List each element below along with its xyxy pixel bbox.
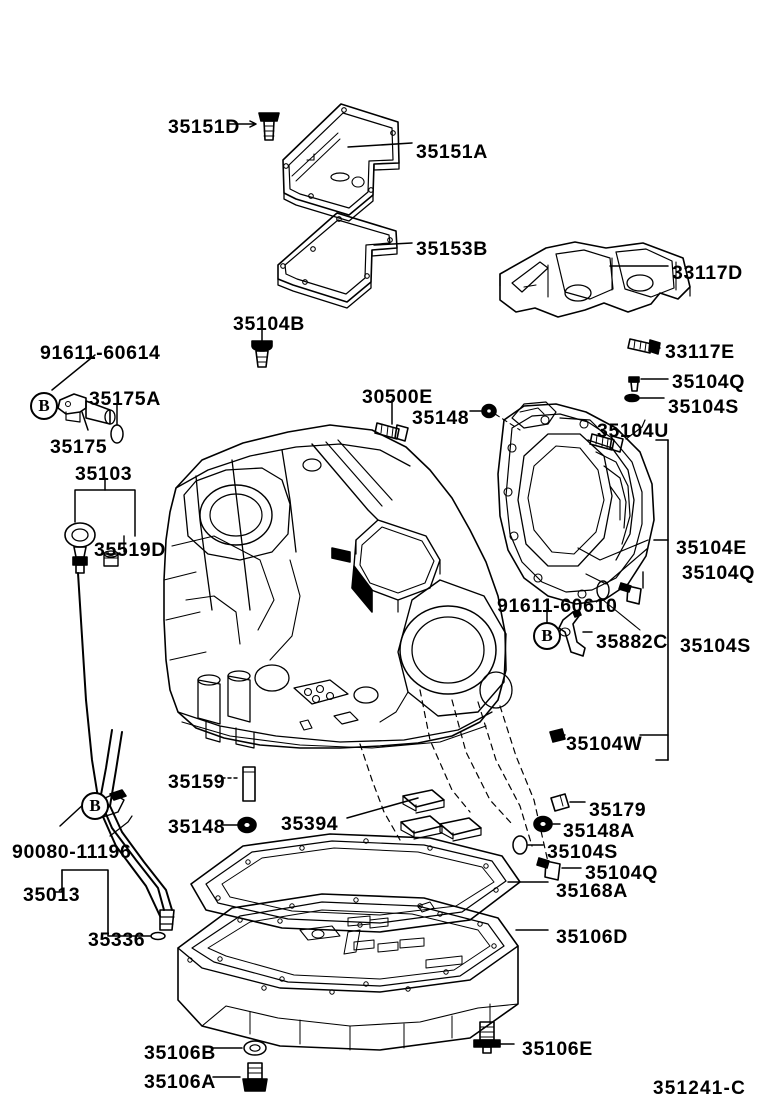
- part-33117E-bolt: [627, 338, 661, 355]
- part-label-35519D: 35519D: [94, 539, 166, 561]
- marker-b-91611-60610: B: [533, 622, 561, 650]
- part-label-9161160610: 91611-60610: [497, 595, 618, 617]
- marker-b-91611-60614: B: [30, 392, 58, 420]
- marker-b-90080-11196: B: [81, 792, 109, 820]
- diagram-id: 351241-C: [652, 1078, 746, 1099]
- part-label-30500E: 30500E: [362, 386, 433, 408]
- part-label-35103: 35103: [75, 463, 133, 485]
- part-label-35104Q: 35104Q: [585, 862, 658, 884]
- part-label-35104B: 35104B: [233, 313, 305, 335]
- part-label-35104E: 35104E: [676, 537, 747, 559]
- part-35104Q-top: [628, 376, 640, 392]
- part-label-35394: 35394: [281, 813, 339, 835]
- part-label-35106B: 35106B: [144, 1042, 216, 1064]
- part-label-35159: 35159: [168, 771, 226, 793]
- part-35106A-drain-plug: [242, 1062, 268, 1092]
- part-label-35013: 35013: [23, 884, 81, 906]
- part-label-35104S: 35104S: [668, 396, 739, 418]
- part-label-35104Q: 35104Q: [672, 371, 745, 393]
- part-label-35106A: 35106A: [144, 1071, 216, 1093]
- leader-91611-60614: [51, 354, 96, 391]
- part-33117D-heat-shield: [499, 241, 691, 318]
- part-label-35148A: 35148A: [563, 820, 635, 842]
- part-35104S-bottom: [512, 835, 528, 855]
- bracket-35013: [61, 869, 131, 937]
- part-35104W: [549, 728, 566, 743]
- part-35148-bottom: [237, 816, 257, 834]
- part-label-35151D: 35151D: [168, 116, 240, 138]
- part-label-35882C: 35882C: [596, 631, 668, 653]
- part-label-35106E: 35106E: [522, 1038, 593, 1060]
- part-label-35336: 35336: [88, 929, 146, 951]
- part-label-9161160614: 91611-60614: [40, 342, 161, 364]
- part-35104U-bolt: [589, 433, 624, 453]
- part-label-35104W: 35104W: [566, 733, 643, 755]
- part-35106B-washer: [243, 1040, 267, 1056]
- part-35175A-oring: [110, 424, 124, 444]
- part-35336-oring: [150, 931, 166, 941]
- part-label-35151A: 35151A: [416, 141, 488, 163]
- part-35151D-bolt: [258, 112, 280, 141]
- part-35106D-oil-pan: [177, 893, 519, 1051]
- part-35394-magnets: [400, 789, 482, 842]
- part-35104E-bell-housing: [497, 401, 655, 605]
- part-35153B-gasket: [277, 212, 398, 309]
- part-30500E-bolt: [374, 422, 409, 442]
- part-label-35168A: 35168A: [556, 880, 628, 902]
- part-35179: [550, 793, 570, 812]
- part-label-35104U: 35104U: [597, 420, 669, 442]
- leader-35175: [81, 411, 89, 431]
- part-label-35106D: 35106D: [556, 926, 628, 948]
- part-label-33117E: 33117E: [665, 341, 735, 363]
- part-label-35148: 35148: [168, 816, 226, 838]
- leader-35151D: [228, 120, 257, 128]
- part-label-35104Q: 35104Q: [682, 562, 755, 584]
- leader-35151A: [347, 142, 413, 148]
- part-35103-dipstick: [64, 522, 161, 917]
- part-label-35175A: 35175A: [89, 388, 161, 410]
- part-label-35104S: 35104S: [547, 841, 618, 863]
- part-35159-pin: [242, 766, 256, 802]
- part-35104Q-right: [618, 582, 642, 605]
- part-35175-sensor: [57, 393, 116, 425]
- part-main-transmission-case: [163, 424, 513, 749]
- part-label-35179: 35179: [589, 799, 647, 821]
- part-35151A-side-cover: [282, 103, 400, 222]
- part-35104Q-bottom: [536, 857, 561, 881]
- part-35013-filler-tube: [95, 729, 175, 931]
- part-label-9008011196: 90080-11196: [12, 841, 132, 863]
- part-35148-top: [481, 403, 497, 419]
- leader-35153B: [373, 242, 413, 246]
- part-35148A: [533, 815, 553, 833]
- part-35519D-seal: [103, 550, 119, 567]
- part-label-35153B: 35153B: [416, 238, 488, 260]
- part-label-35104S: 35104S: [680, 635, 751, 657]
- part-35104S-top: [624, 393, 640, 403]
- part-label-35148: 35148: [412, 407, 470, 429]
- part-35106E-bolt: [473, 1021, 501, 1054]
- part-label-35175: 35175: [50, 436, 108, 458]
- part-35104B-plug: [251, 340, 273, 368]
- part-label-33117D: 33117D: [672, 262, 743, 284]
- part-35104S-right: [596, 580, 610, 600]
